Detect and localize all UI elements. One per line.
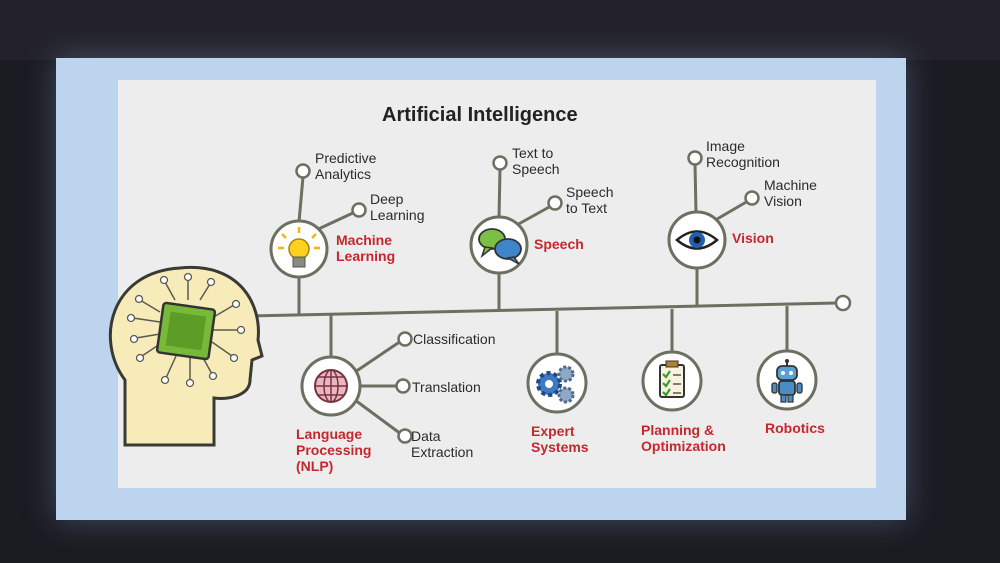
item-text-to-speech: Text to Speech — [512, 145, 560, 177]
connector-lines — [249, 163, 838, 436]
item-speech-to-text: Speech to Text — [566, 184, 614, 216]
globe-icon — [314, 369, 348, 403]
gears-icon — [536, 365, 575, 404]
category-speech: Speech — [534, 236, 584, 252]
slide — [118, 80, 876, 488]
item-machine-vision: Machine Vision — [764, 177, 817, 209]
category-vision: Vision — [732, 230, 774, 246]
head-icon — [109, 265, 264, 447]
clipboard-checklist-icon — [659, 360, 685, 398]
item-classification: Classification — [413, 331, 496, 347]
category-language-processing: Language Processing (NLP) — [296, 426, 372, 474]
category-expert-systems: Expert Systems — [531, 423, 589, 455]
item-data-extraction: Data Extraction — [411, 428, 474, 460]
robot-icon — [771, 359, 803, 403]
lightbulb-icon — [278, 227, 320, 268]
item-translation: Translation — [412, 379, 481, 395]
item-image-recognition: Image Recognition — [706, 138, 780, 170]
slide-title: Artificial Intelligence — [382, 104, 578, 126]
eye-icon — [675, 230, 719, 250]
category-robotics: Robotics — [765, 420, 825, 436]
category-machine-learning: Machine Learning — [336, 232, 396, 264]
leaf-nodes — [295, 150, 852, 444]
room-background — [0, 0, 1000, 60]
category-planning-optimization: Planning & Optimization — [641, 422, 726, 454]
item-predictive-analytics: Predictive Analytics — [315, 150, 377, 182]
speech-bubbles-icon — [478, 228, 522, 265]
item-deep-learning: Deep Learning — [370, 191, 425, 223]
